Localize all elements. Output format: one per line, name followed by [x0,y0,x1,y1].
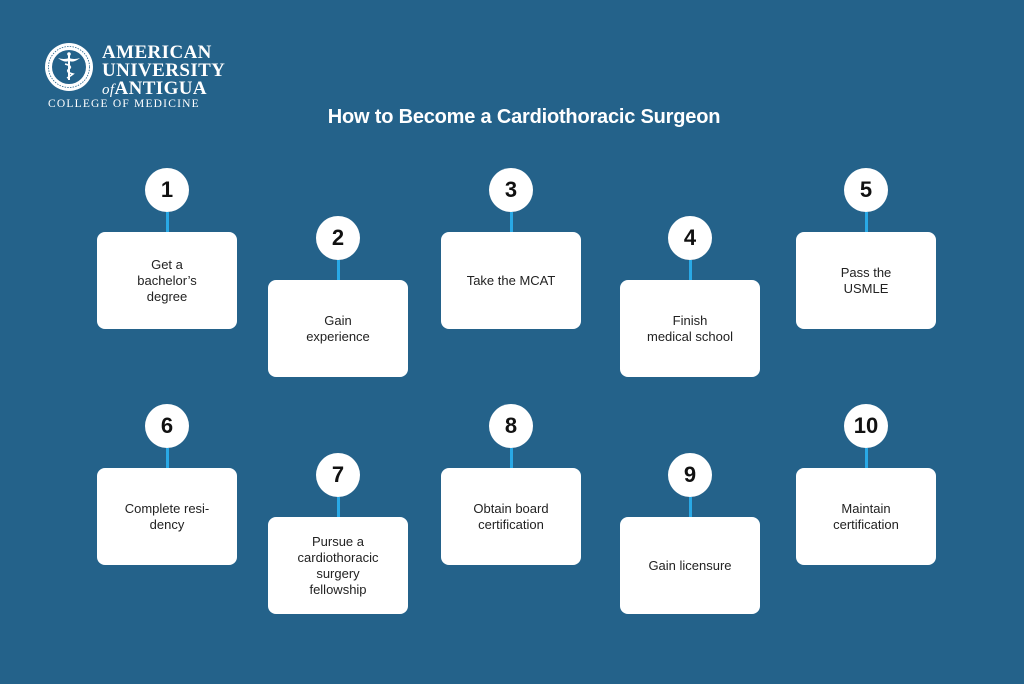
step-number-circle: 7 [316,453,360,497]
step-text: Complete resi- dency [124,500,210,532]
step-connector [509,448,513,468]
step-card: Maintain certification [796,468,936,565]
step-connector [864,212,868,232]
step-card: Take the MCAT [441,232,581,329]
step-number-circle: 1 [145,168,189,212]
step-number-circle: 9 [668,453,712,497]
step-text: Get a bachelor’s degree [137,256,197,304]
step-text: Pursue a cardiothoracic surgery fellowsh… [297,533,379,597]
step-number-circle: 10 [844,404,888,448]
step-text: Pass the USMLE [840,264,892,296]
step-card: Obtain board certification [441,468,581,565]
step-text: Gain experience [306,312,370,344]
step-card: Gain experience [268,280,408,377]
step-connector [336,260,340,280]
logo-line-american: AMERICAN [102,42,212,63]
step-text: Maintain certification [833,500,899,532]
step-connector [864,448,868,468]
step-connector [165,448,169,468]
step-connector [688,497,692,517]
step-number-circle: 4 [668,216,712,260]
college-of-medicine: COLLEGE OF MEDICINE [48,98,200,110]
step-text: Take the MCAT [466,272,556,288]
step-connector [688,260,692,280]
university-logo: AMERICAN UNIVERSITY ofANTIGUA COLLEGE OF… [44,42,226,112]
step-number-circle: 3 [489,168,533,212]
step-text: Finish medical school [647,312,733,344]
step-number-circle: 5 [844,168,888,212]
step-connector [336,497,340,517]
logo-line-university: UNIVERSITY [102,60,226,81]
step-card: Get a bachelor’s degree [97,232,237,329]
medical-seal-icon [45,43,93,91]
step-card: Gain licensure [620,517,760,614]
logo-of: of [102,82,115,98]
step-connector [509,212,513,232]
step-number-circle: 2 [316,216,360,260]
step-card: Complete resi- dency [97,468,237,565]
university-name: AMERICAN UNIVERSITY ofANTIGUA [102,42,226,99]
step-card: Pass the USMLE [796,232,936,329]
step-card: Pursue a cardiothoracic surgery fellowsh… [268,517,408,614]
step-card: Finish medical school [620,280,760,377]
step-connector [165,212,169,232]
step-text: Obtain board certification [473,500,549,532]
logo-line-antigua: ofANTIGUA [102,78,225,99]
page-title: How to Become a Cardiothoracic Surgeon [327,106,721,128]
step-number-circle: 8 [489,404,533,448]
logo-antigua: ANTIGUA [114,78,207,99]
step-text: Gain licensure [648,557,732,573]
step-number-circle: 6 [145,404,189,448]
